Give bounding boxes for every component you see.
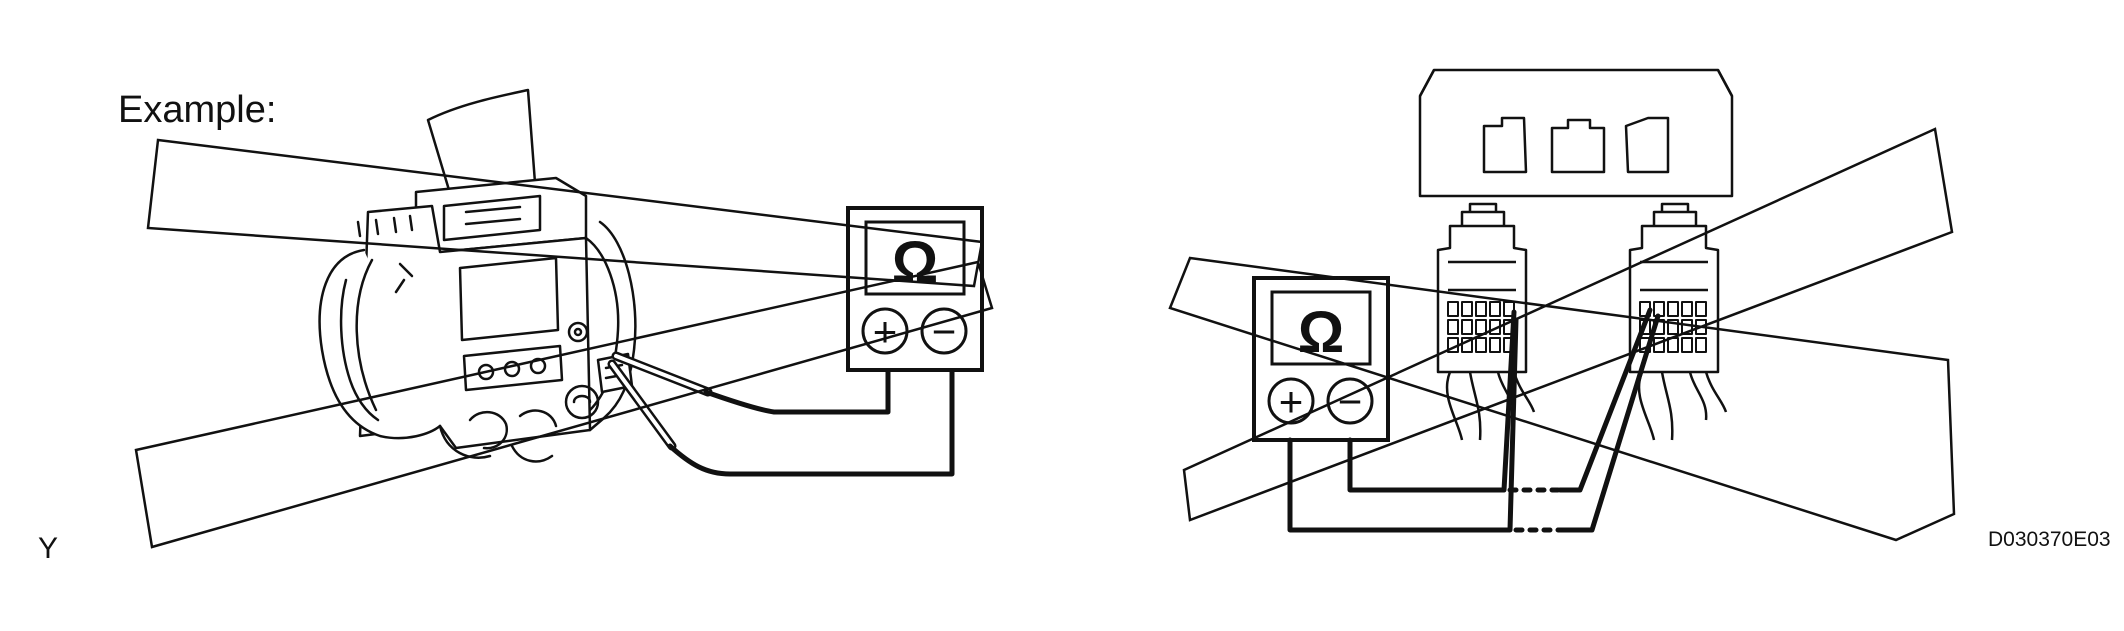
minus-sign-left: − [932,308,957,355]
actuator-assembly-illustration [318,88,637,463]
corner-letter: Y [38,532,58,565]
ohm-symbol-left: Ω [892,230,939,295]
plus-sign-left: + [873,308,898,355]
test-leads-right [1287,307,1661,533]
test-leads-left [667,369,955,477]
connector-block-illustration [1418,68,1734,198]
ohmmeter-right: Ω + − [1252,276,1390,442]
cross-out-mark-left [134,138,994,549]
harness-connector-1 [1436,202,1536,441]
ohmmeter-left: Ω + − [846,206,984,372]
cross-out-mark-right [1168,127,1956,542]
figure-code: D030370E03 [1988,528,2111,551]
minus-sign-right: − [1338,378,1363,425]
minus-terminal-left-icon [920,307,968,355]
example-heading: Example: [118,89,276,131]
ohm-symbol-right: Ω [1298,300,1345,365]
test-probes-left [607,351,713,451]
dotted-lead-continuation [1507,487,1563,533]
plus-terminal-right-icon [1267,377,1315,425]
